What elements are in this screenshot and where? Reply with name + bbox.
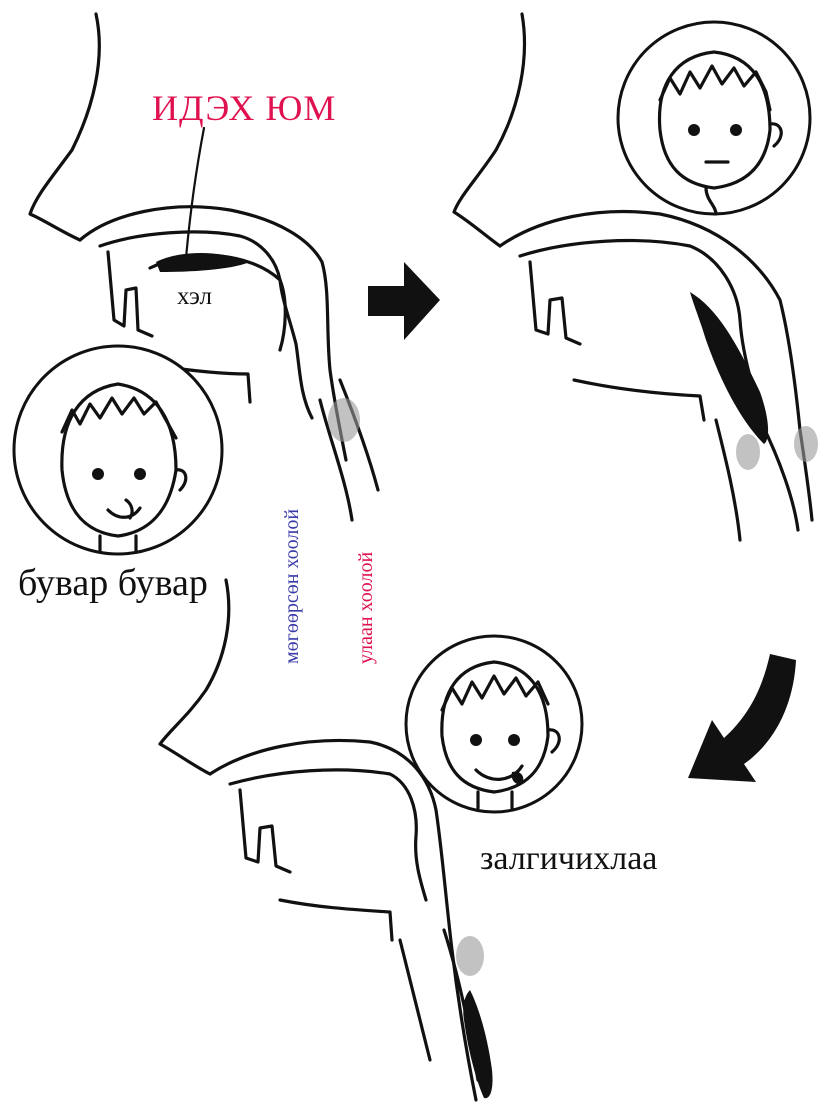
left-eye — [92, 468, 104, 480]
epiglottis-mark-left — [736, 434, 760, 470]
epiglottis-mark — [456, 936, 484, 976]
food-bolus — [463, 990, 492, 1098]
teeth — [530, 262, 580, 344]
food-bolus — [690, 292, 768, 444]
esophagus-label: мөгөөрсөн хоолой — [282, 509, 302, 664]
jaw-line — [574, 380, 704, 420]
face-circle — [14, 346, 222, 554]
epiglottis-mark-right — [794, 426, 818, 462]
face-profile — [30, 14, 99, 240]
boy-face-happy — [406, 636, 582, 812]
boy-face-neutral — [618, 22, 810, 214]
right-eye — [508, 734, 520, 746]
palate-outline — [500, 212, 812, 520]
swallowed-label: залгичихлаа — [480, 842, 657, 876]
arrow-right-icon — [368, 262, 440, 340]
soft-palate — [520, 241, 760, 410]
throat-lines — [716, 420, 798, 540]
chewing-label: бувар бувар — [18, 564, 208, 602]
trachea-label: улаан хоолой — [356, 552, 376, 664]
left-eye — [470, 734, 482, 746]
food-bolus — [156, 253, 250, 272]
jaw-line — [280, 900, 392, 940]
face-profile — [160, 580, 229, 774]
food-label: ИДЭХ ЮМ — [152, 90, 336, 126]
boy-face-chewing — [14, 346, 222, 554]
palate-outline — [210, 740, 476, 1100]
right-eye — [134, 468, 146, 480]
right-eye — [730, 124, 742, 136]
left-eye — [688, 124, 700, 136]
teeth — [108, 252, 152, 336]
arrow-curved-down-icon — [688, 654, 796, 782]
face-profile — [454, 14, 524, 246]
teeth — [240, 790, 290, 872]
epiglottis-mark — [328, 398, 360, 442]
food-pointer-line — [186, 128, 204, 258]
tongue-label: хэл — [177, 284, 212, 309]
